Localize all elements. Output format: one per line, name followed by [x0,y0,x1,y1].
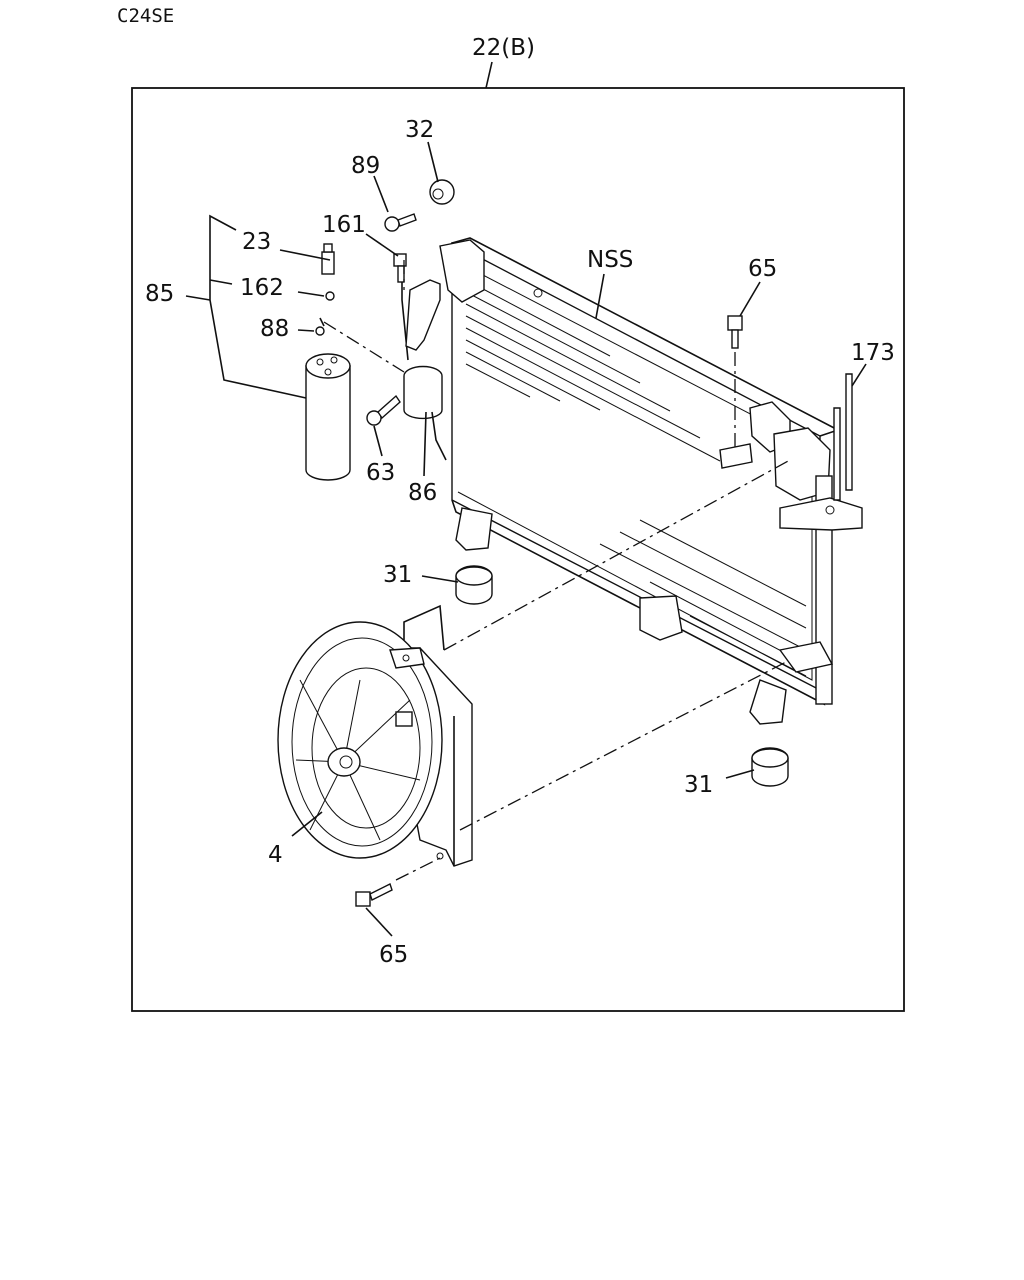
condenser-bracket-top-left [439,239,485,303]
callout-86: 86 [408,480,437,506]
condenser-side-bracket [779,497,863,531]
drier-top [305,353,351,379]
bolt-65-top[interactable] [727,315,743,349]
fan-blade-ring [311,667,421,829]
callout-65-top: 65 [748,256,777,282]
rubber-cushion-icon [429,179,455,205]
callout-65-bottom: 65 [379,942,408,968]
fan-motor-shaft [339,755,353,769]
condenser-core-icon [451,241,821,692]
switch-cap [323,243,333,253]
fan-bracket-hole-bottom [436,852,444,860]
bolt-shank [397,213,417,227]
callout-63: 63 [366,460,395,486]
callout-88: 88 [260,316,289,342]
bolt-65-bottom[interactable] [355,883,393,907]
cushion-31-left[interactable] [455,565,493,605]
condenser-foot-right [749,679,787,725]
bolt-shank [369,883,393,901]
fan-motor-assembly[interactable] [277,621,473,867]
bolt-icon [366,410,382,426]
cylinder-drier-icon [305,365,351,481]
condenser-tab [719,443,753,469]
bolt-shank [731,329,739,349]
bolt-icon [355,891,371,907]
bolt-icon [727,315,743,331]
fan-motor-hub [327,747,361,777]
bolt-icon [384,216,400,232]
callout-23: 23 [242,229,271,255]
callout-32: 32 [405,117,434,143]
callout-173: 173 [851,340,895,366]
callout-85: 85 [145,281,174,307]
fan-alignment-bracket [403,604,445,651]
drier-port-1 [316,358,324,366]
condenser-lower-bracket [778,641,834,673]
switch-icon [321,251,335,275]
fan-top-bracket [389,647,425,669]
cushion-31-right[interactable] [751,747,789,787]
condenser-foot-left [455,507,493,551]
pipe-173[interactable] [833,373,853,501]
pipe-161[interactable] [405,279,441,351]
bolt-shank [397,265,405,283]
cushion-hole [432,188,444,200]
drier-bracket-86[interactable] [403,365,447,461]
bolt-shank [377,394,401,420]
fan-shroud-icon [277,621,443,859]
model-code: C24SE [117,5,174,27]
callout-leaders [185,141,867,937]
alignment-lines [323,260,791,881]
bracket-hole [825,505,835,515]
condenser-hole [533,288,543,298]
condenser-inner-edge [457,261,813,681]
drier-port-3 [324,368,332,376]
bolt-89[interactable] [384,213,417,232]
bracket-stem [431,411,447,461]
cushion-top [455,566,493,586]
bolt-63[interactable] [366,394,401,426]
pipe-icon-2 [845,373,853,491]
fan-connector [395,711,413,727]
cushion-32[interactable] [429,179,455,205]
pressure-switch-23[interactable] [321,243,335,275]
drier-port-2 [330,356,338,364]
assembly-label: 22(B) [472,35,535,61]
callout-nss: NSS [587,247,633,273]
callout-162: 162 [240,275,284,301]
fan-shroud-inner [291,637,433,847]
condenser[interactable] [439,237,863,725]
callout-4: 4 [268,842,283,868]
condenser-foot-middle [639,595,683,641]
assembly-frame [131,87,905,1012]
callout-31-left: 31 [383,562,412,588]
assembly-leader [485,61,493,89]
bracket-clamp-icon [403,365,443,420]
o-ring-88[interactable] [315,326,325,336]
receiver-drier[interactable] [305,353,351,481]
callout-89: 89 [351,153,380,179]
cushion-top [751,748,789,768]
condenser-top-rail [451,237,841,437]
fan-bracket-hole [402,654,410,662]
condenser-fins-upper [465,279,721,462]
o-ring-162[interactable] [325,291,335,301]
pipe-icon [833,407,841,501]
callout-31-right: 31 [684,772,713,798]
callout-161: 161 [322,212,366,238]
